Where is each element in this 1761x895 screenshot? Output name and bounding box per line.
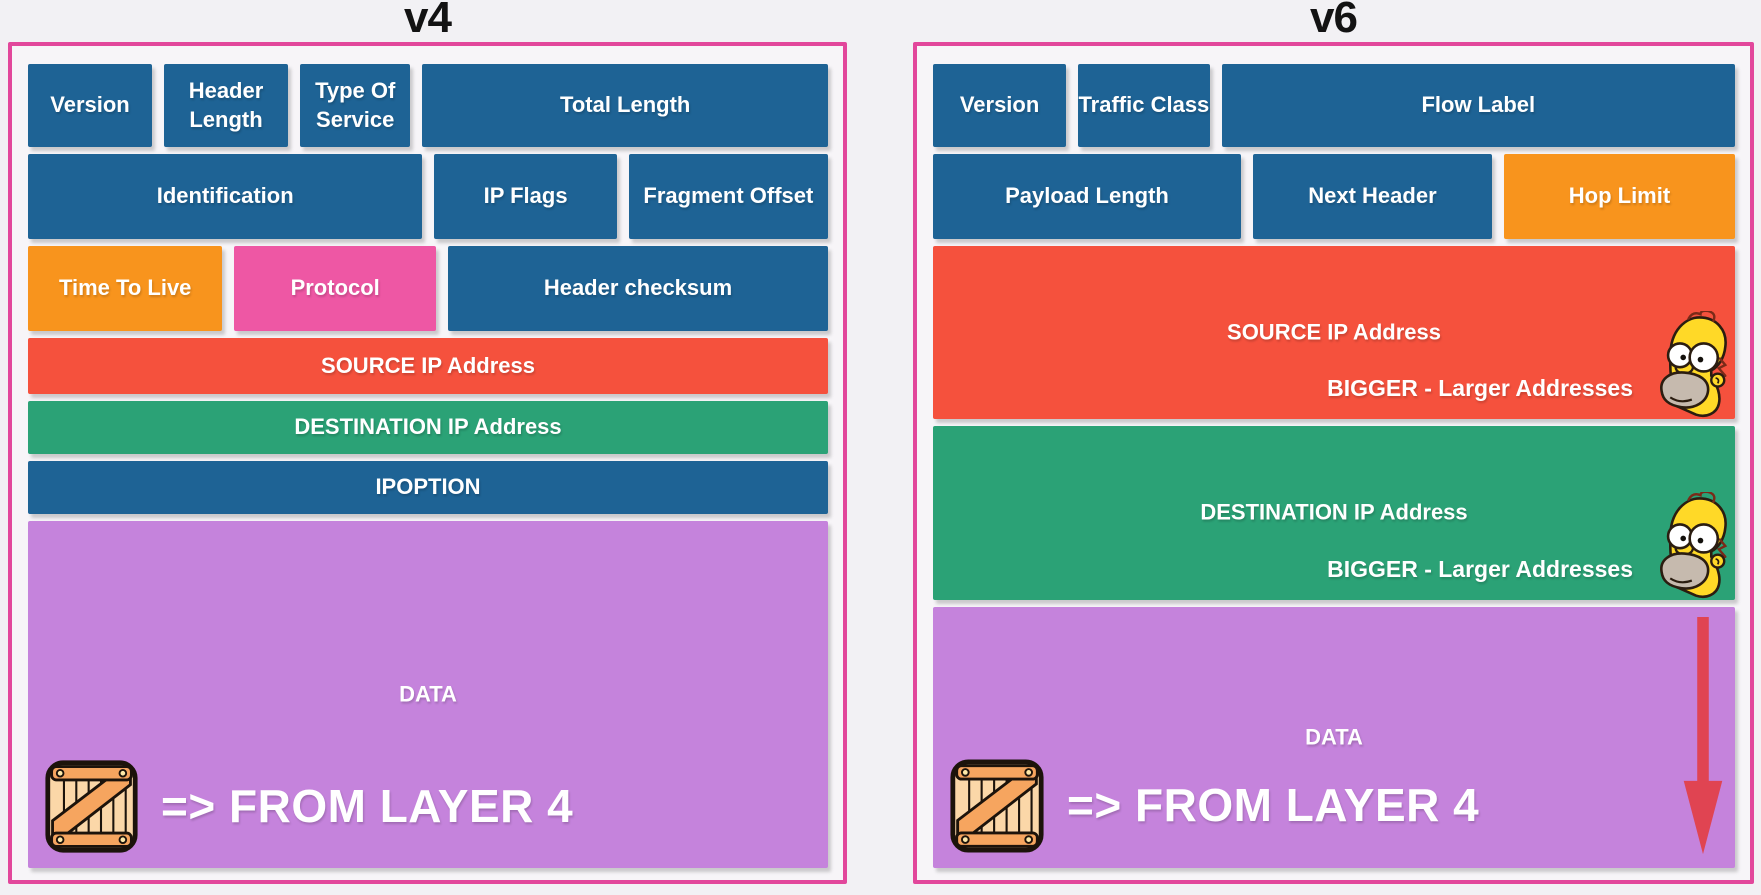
field-hop-limit: Hop Limit	[1503, 154, 1735, 239]
field-data: DATA => FROM LAYER 4	[933, 607, 1735, 868]
bigger-addresses-note: BIGGER - Larger Addresses	[1327, 375, 1633, 402]
homer-simpson-icon	[1660, 492, 1727, 599]
ipv6-header-panel: Version Traffic Class Flow Label Payload…	[913, 42, 1754, 884]
field-destination-ip: DESTINATION IP Address	[28, 401, 828, 454]
field-identification: Identification	[28, 154, 423, 239]
from-layer4-label: => FROM LAYER 4	[1067, 779, 1480, 832]
red-down-arrow-icon	[1683, 617, 1723, 855]
data-label: DATA	[399, 681, 457, 707]
field-time-to-live: Time To Live	[28, 246, 223, 331]
data-label: DATA	[1305, 724, 1363, 750]
field-header-checksum: Header checksum	[447, 246, 828, 331]
from-layer4-row: => FROM LAYER 4	[44, 759, 573, 854]
field-total-length: Total Length	[422, 64, 828, 147]
bigger-addresses-note: BIGGER - Larger Addresses	[1327, 556, 1633, 583]
destination-ip-label: DESTINATION IP Address	[1200, 499, 1468, 525]
crate-icon	[44, 759, 139, 854]
ipv6-title: v6	[1310, 0, 1358, 42]
ipv4-title: v4	[404, 0, 452, 42]
field-payload-length: Payload Length	[933, 154, 1241, 239]
ipv4-row-3: Time To Live Protocol Header checksum	[28, 246, 828, 331]
ipv4-row-1: Version Header Length Type Of Service To…	[28, 64, 828, 147]
ipv6-row-2: Payload Length Next Header Hop Limit	[933, 154, 1735, 239]
field-protocol: Protocol	[234, 246, 436, 331]
field-version: Version	[933, 64, 1067, 147]
from-layer4-row: => FROM LAYER 4	[949, 758, 1479, 854]
ipv4-row-2: Identification IP Flags Fragment Offset	[28, 154, 828, 239]
field-source-ip: SOURCE IP Address BIGGER - Larger Addres…	[933, 246, 1735, 419]
field-ip-flags: IP Flags	[434, 154, 617, 239]
ipv4-header-panel: Version Header Length Type Of Service To…	[8, 42, 847, 884]
field-fragment-offset: Fragment Offset	[628, 154, 828, 239]
source-ip-label: SOURCE IP Address	[1227, 319, 1441, 345]
from-layer4-label: => FROM LAYER 4	[161, 779, 574, 832]
homer-simpson-icon	[1660, 311, 1727, 418]
field-version: Version	[28, 64, 152, 147]
field-traffic-class: Traffic Class	[1078, 64, 1210, 147]
field-data: DATA => FROM LAYER 4	[28, 521, 828, 868]
ipv6-row-1: Version Traffic Class Flow Label	[933, 64, 1735, 147]
field-flow-label: Flow Label	[1221, 64, 1735, 147]
field-source-ip: SOURCE IP Address	[28, 338, 828, 394]
field-header-length: Header Length	[164, 64, 288, 147]
crate-icon	[949, 758, 1045, 854]
field-ipoption: IPOPTION	[28, 461, 828, 514]
field-type-of-service: Type Of Service	[300, 64, 411, 147]
field-destination-ip: DESTINATION IP Address BIGGER - Larger A…	[933, 426, 1735, 600]
field-next-header: Next Header	[1252, 154, 1492, 239]
